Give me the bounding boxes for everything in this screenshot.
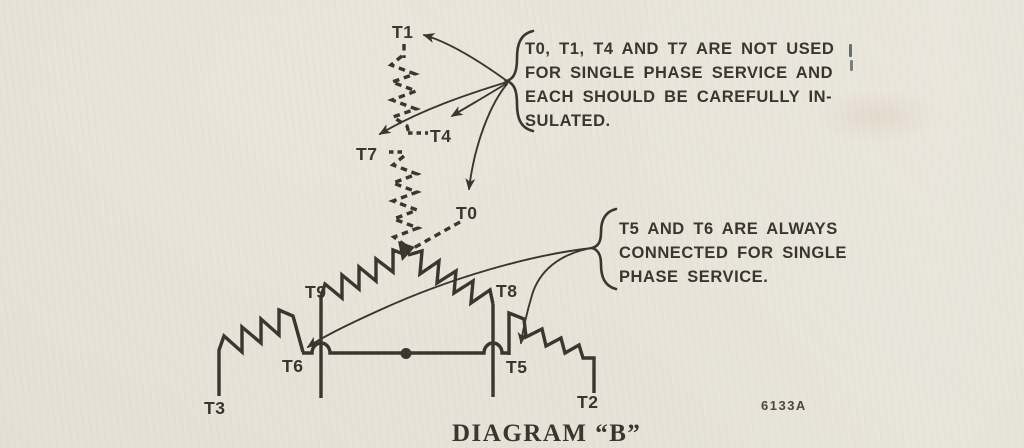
note-not-used: T0, T1, T4 AND T7 ARE NOT USED FOR SINGL… xyxy=(525,37,834,133)
t3-winding xyxy=(217,307,305,396)
label-t5: T5 xyxy=(506,357,527,377)
label-t3: T3 xyxy=(204,398,225,418)
t9-winding xyxy=(319,247,407,302)
t2-winding xyxy=(507,310,596,393)
label-t1: T1 xyxy=(392,22,413,42)
note-line: PHASE SERVICE. xyxy=(619,268,769,286)
note-line: EACH SHOULD BE CAREFULLY IN- xyxy=(525,88,833,106)
arrow-to-t1 xyxy=(422,33,508,82)
brace-always-connected-note xyxy=(587,207,618,291)
junction-marker xyxy=(398,241,415,261)
arrow-to-t7 xyxy=(378,81,508,135)
scan-artifact-mark xyxy=(849,44,852,57)
note-line: FOR SINGLE PHASE SERVICE AND xyxy=(525,64,834,82)
note-always-connected: T5 AND T6 ARE ALWAYS CONNECTED FOR SINGL… xyxy=(619,217,847,289)
t0-lead-dashed xyxy=(409,220,461,252)
label-t4: T4 xyxy=(430,126,451,146)
arrow-to-t6 xyxy=(306,247,593,348)
scan-artifact-mark xyxy=(850,60,853,71)
note-line: SULATED. xyxy=(525,112,611,130)
label-t9: T9 xyxy=(305,282,326,302)
label-t7: T7 xyxy=(356,144,377,164)
t1-t4-winding-dashed xyxy=(386,54,422,134)
label-t8: T8 xyxy=(496,281,517,301)
arrow-to-t4 xyxy=(450,82,508,117)
figure-number: 6133A xyxy=(761,398,807,413)
t7-junction-winding-dashed xyxy=(388,154,423,248)
label-t0: T0 xyxy=(456,203,477,223)
diagram-caption: DIAGRAM “B” xyxy=(452,420,641,447)
arrow-to-t0 xyxy=(465,83,508,191)
note-line: T0, T1, T4 AND T7 ARE NOT USED xyxy=(525,40,835,58)
label-t2: T2 xyxy=(577,392,598,412)
note-line: T5 AND T6 ARE ALWAYS xyxy=(619,220,838,238)
strap-junction-dot xyxy=(400,348,412,359)
label-t6: T6 xyxy=(282,356,303,376)
arrow-to-t5 xyxy=(517,247,593,345)
t8-winding xyxy=(407,248,495,307)
note-line: CONNECTED FOR SINGLE xyxy=(619,244,847,262)
